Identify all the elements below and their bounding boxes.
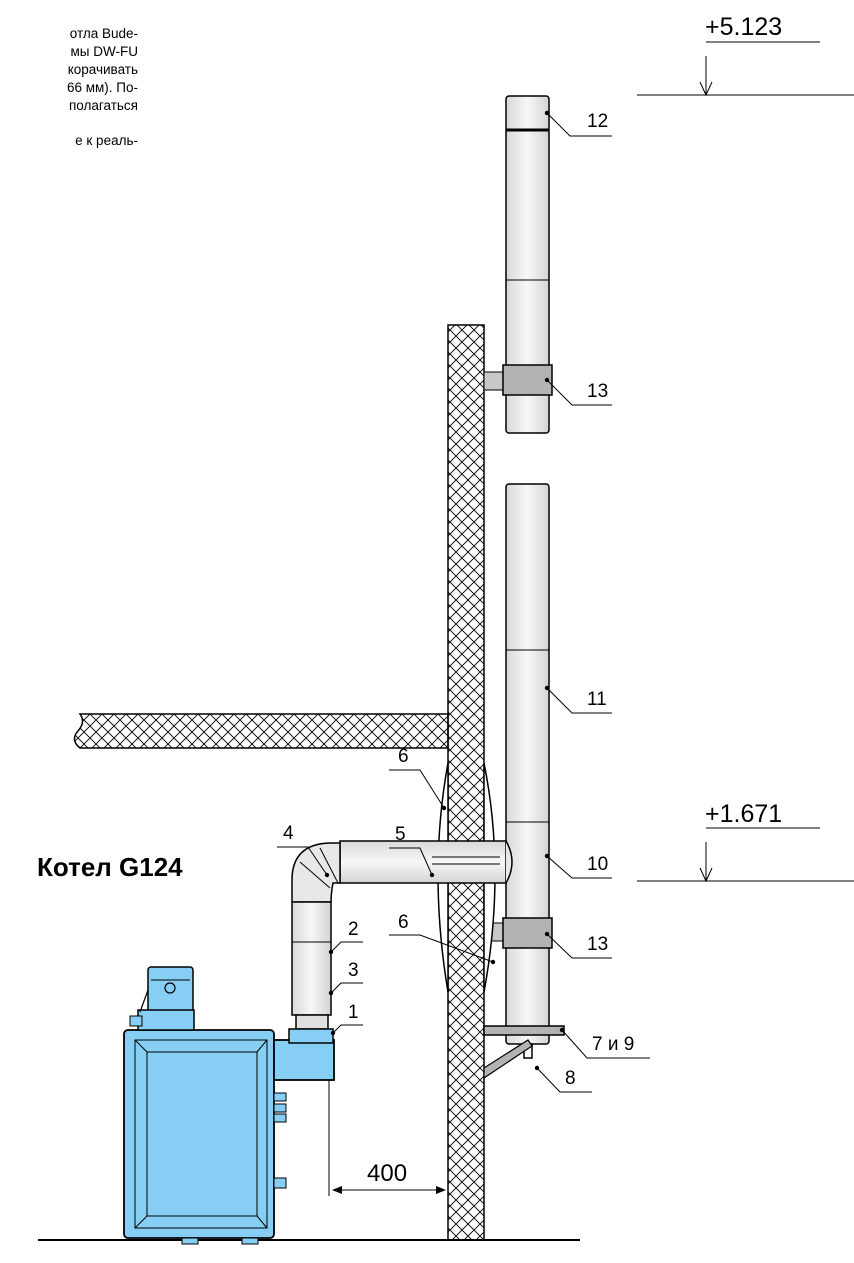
boiler-title: Котел G124	[37, 852, 183, 882]
boiler-flue-box	[273, 1028, 335, 1081]
callout-8: 8	[565, 1068, 576, 1089]
elevation-marker-mid	[637, 827, 854, 883]
callout-1: 1	[348, 1002, 359, 1023]
support-console	[483, 1025, 565, 1080]
elevation-top-label: +5.123	[705, 13, 782, 41]
boiler-adapter	[295, 1014, 329, 1030]
upper-chimney-pipe	[505, 95, 550, 434]
intro-line-3: корачивать	[67, 62, 138, 77]
callout-5: 5	[395, 824, 406, 845]
boiler-connections	[273, 1092, 287, 1189]
callout-11: 11	[587, 689, 607, 710]
wall	[447, 324, 485, 1241]
elevation-mid-label: +1.671	[705, 800, 782, 828]
boiler-body	[123, 1029, 275, 1245]
flue-elbow	[291, 842, 341, 903]
dimension-400-label: 400	[367, 1160, 407, 1187]
dimension-400-line	[328, 1080, 446, 1196]
callout-leaders	[277, 112, 650, 1093]
burner	[129, 966, 195, 1031]
intro-line-4: 66 мм). По-	[66, 80, 138, 95]
vertical-flue-pipe	[291, 901, 332, 1016]
callout-3: 3	[348, 960, 359, 981]
intro-line-2: мы DW-FU	[70, 44, 138, 59]
intro-line-1: отла Bude-	[69, 26, 138, 41]
upper-clamp	[502, 364, 553, 396]
lower-chimney-pipe	[505, 483, 550, 1045]
ceiling-slab	[73, 713, 449, 749]
elevation-marker-top	[637, 41, 854, 97]
callout-6-upper: 6	[398, 746, 409, 767]
horizontal-flue-pipe	[339, 840, 513, 884]
callout-6-lower: 6	[398, 912, 409, 933]
callout-12: 12	[587, 111, 608, 132]
intro-line-5: полагаться	[68, 98, 138, 113]
callout-7-and-9: 7 и 9	[592, 1034, 634, 1055]
intro-line-7: е к реаль-	[75, 133, 138, 148]
callout-10: 10	[587, 854, 608, 875]
callout-13-upper: 13	[587, 381, 608, 402]
callout-dots	[324, 110, 565, 1071]
lower-clamp	[502, 917, 553, 949]
callout-2: 2	[348, 919, 359, 940]
callout-13-lower: 13	[587, 934, 608, 955]
callout-4: 4	[283, 823, 294, 844]
